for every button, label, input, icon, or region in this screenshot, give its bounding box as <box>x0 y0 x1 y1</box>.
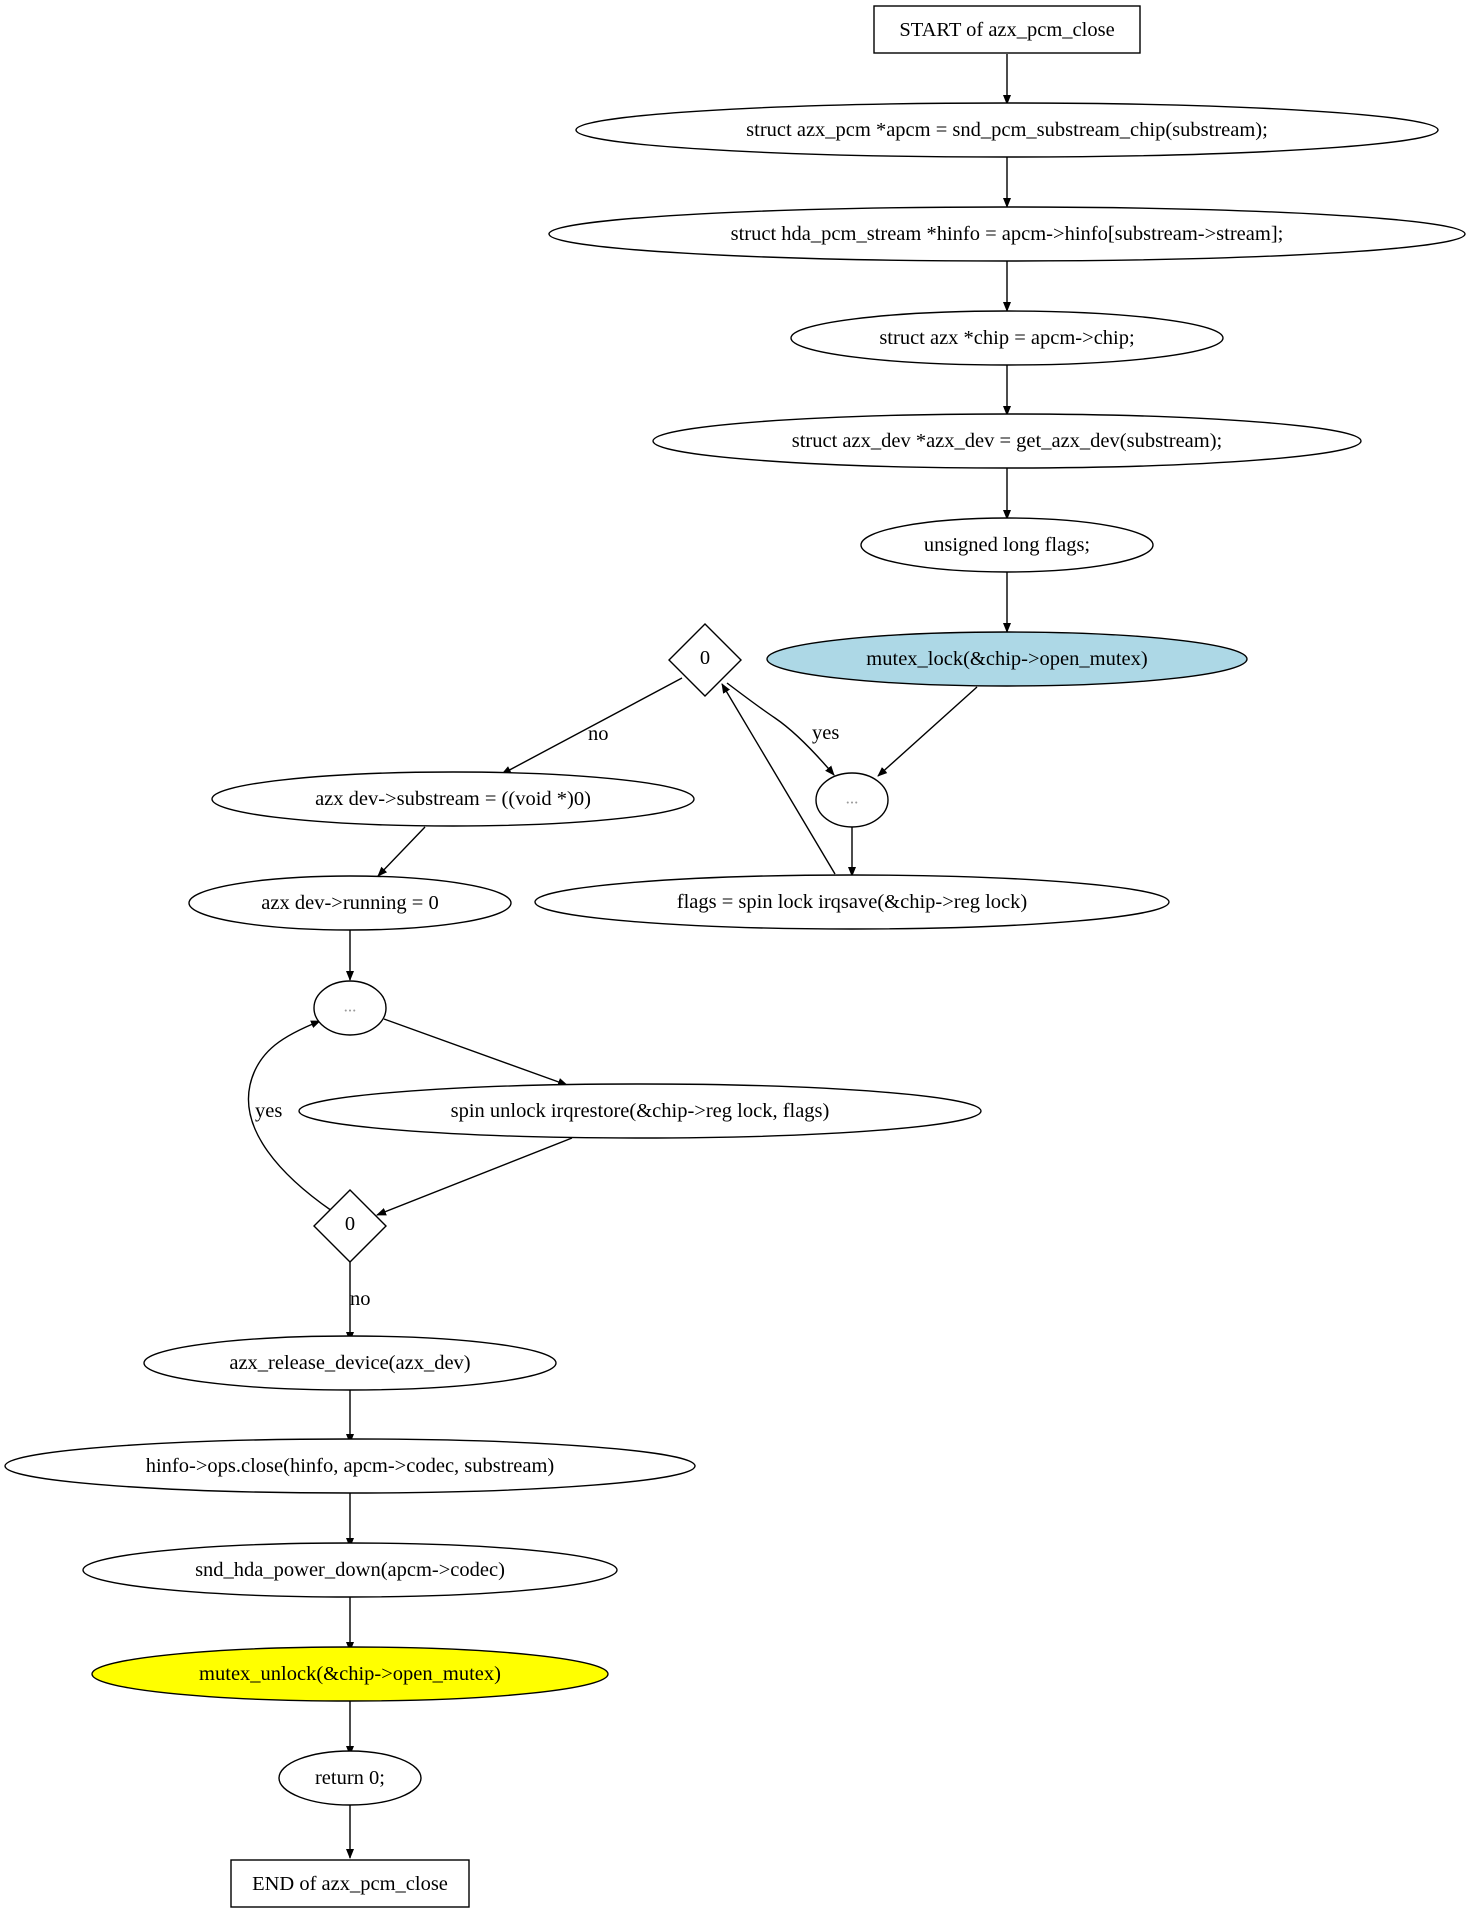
node-mutex-unlock: mutex_unlock(&chip->open_mutex) <box>91 1646 609 1702</box>
node-chip-decl: struct azx *chip = apcm->chip; <box>790 310 1224 366</box>
svg-text:0: 0 <box>700 647 710 669</box>
mutex-unlock-highlight <box>91 1646 609 1702</box>
node-azxdev-decl: struct azx_dev *azx_dev = get_azx_dev(su… <box>652 413 1362 469</box>
svg-text:spin unlock irqrestore(&chip: spin unlock irqrestore(&chip->reg lock, … <box>451 1100 830 1122</box>
nodes: START of azx_pcm_close struct azx_pcm *a… <box>4 5 1466 1908</box>
edge-substream-to-running <box>377 826 426 877</box>
node-substream-null: azx dev->substream = ((void *)0) <box>211 771 695 827</box>
loop2-yes-label: yes <box>255 1100 282 1122</box>
svg-text:flags = spin lock irqsave(: flags = spin lock irqsave(&chip->reg loc… <box>677 891 1027 913</box>
end-node: END of azx_pcm_close <box>230 1859 470 1908</box>
loop1-dots-node: ... <box>815 772 889 828</box>
svg-text:azx_release_device(azx_dev): azx_release_device(azx_dev) <box>229 1352 470 1374</box>
edge-spinlock-to-loop1-cond <box>721 683 836 875</box>
svg-text:...: ... <box>344 997 357 1016</box>
node-mutex-lock: mutex_lock(&chip->open_mutex) <box>766 631 1248 687</box>
node-return: return 0; <box>278 1750 422 1806</box>
svg-text:struct hda_pcm_stream *hinfo =: struct hda_pcm_stream *hinfo = apcm->hin… <box>731 223 1284 245</box>
svg-text:0: 0 <box>345 1213 355 1235</box>
edge-loop1-cond-yes <box>726 682 835 776</box>
svg-text:struct azx *chip = apcm->chip;: struct azx *chip = apcm->chip; <box>879 327 1134 349</box>
svg-text:azx dev->running = 0: azx dev->running = 0 <box>261 892 438 914</box>
svg-text:snd_hda_power_down(apcm->codec: snd_hda_power_down(apcm->codec) <box>195 1559 505 1581</box>
node-spin-unlock: spin unlock irqrestore(&chip->reg lock, … <box>298 1083 982 1139</box>
svg-text:struct azx_dev *azx_dev = get_: struct azx_dev *azx_dev = get_azx_dev(su… <box>792 430 1223 452</box>
svg-text:mutex_lock(&chip->open_mutex): mutex_lock(&chip->open_mutex) <box>866 648 1147 670</box>
edge-loop2-cond-yes <box>247 1020 333 1212</box>
loop2-no-label: no <box>350 1288 371 1310</box>
loop1-condition-diamond: 0 <box>668 623 742 697</box>
svg-text:mutex_unlock(&chip->open_mutex: mutex_unlock(&chip->open_mutex) <box>199 1663 501 1685</box>
svg-text:hinfo->ops.close(hinfo, apcm->: hinfo->ops.close(hinfo, apcm->codec, sub… <box>146 1455 555 1477</box>
svg-text:unsigned long flags;: unsigned long flags; <box>924 534 1090 556</box>
node-running-zero: azx dev->running = 0 <box>188 875 512 931</box>
edges <box>247 54 1011 1859</box>
svg-text:return 0;: return 0; <box>315 1767 385 1789</box>
node-hinfo-decl: struct hda_pcm_stream *hinfo = apcm->hin… <box>548 206 1466 262</box>
svg-text:...: ... <box>846 789 859 808</box>
loop1-no-label: no <box>588 723 609 745</box>
start-node: START of azx_pcm_close <box>873 5 1141 54</box>
svg-text:struct azx_pcm *apcm = snd_pcm: struct azx_pcm *apcm = snd_pcm_substream… <box>746 119 1268 141</box>
node-power-down: snd_hda_power_down(apcm->codec) <box>82 1542 618 1598</box>
node-spin-lock: flags = spin lock irqsave(&chip->reg loc… <box>534 874 1170 930</box>
loop1-yes-label: yes <box>812 722 839 744</box>
node-apcm-decl: struct azx_pcm *apcm = snd_pcm_substream… <box>575 102 1439 158</box>
svg-text:azx dev->substream = ((void *: azx dev->substream = ((void *)0) <box>315 788 591 810</box>
svg-text:END of azx_pcm_close: END of azx_pcm_close <box>252 1873 448 1895</box>
edge-labels: yes no yes no <box>255 722 839 1310</box>
svg-text:START of azx_pcm_close: START of azx_pcm_close <box>899 19 1114 41</box>
node-ops-close: hinfo->ops.close(hinfo, apcm->codec, sub… <box>4 1438 696 1494</box>
edge-loop2-dots-to-spinunlock <box>383 1018 568 1086</box>
node-release-device: azx_release_device(azx_dev) <box>143 1335 557 1391</box>
loop2-condition-diamond: 0 <box>313 1189 387 1263</box>
node-flags-decl: unsigned long flags; <box>860 517 1154 573</box>
edge-mutexlock-to-loop1-dots <box>877 686 978 777</box>
edge-loop1-cond-no <box>501 677 683 775</box>
mutex-lock-highlight <box>766 631 1248 687</box>
edge-spinunlock-to-loop2-cond <box>376 1137 573 1216</box>
loop2-dots-node: ... <box>313 980 387 1036</box>
